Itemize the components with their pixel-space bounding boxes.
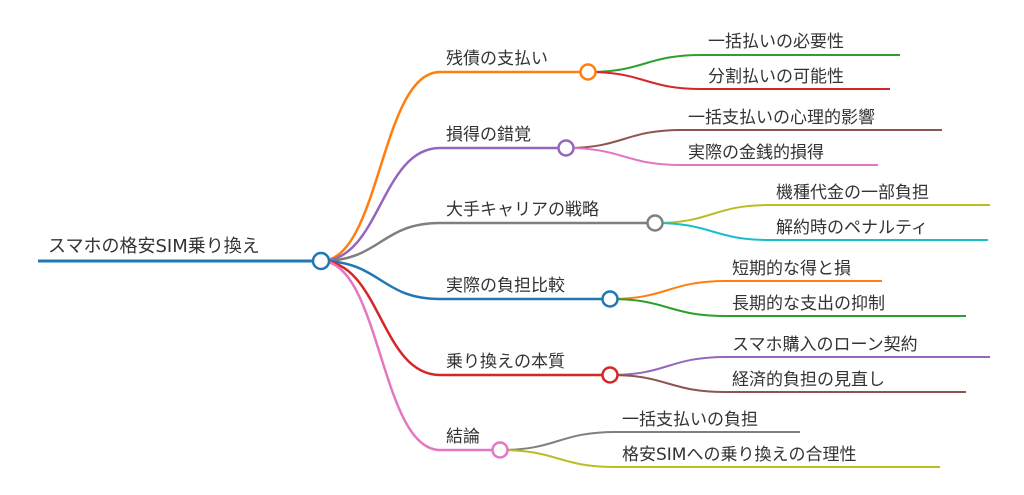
child-label: 短期的な得と損 bbox=[732, 259, 851, 279]
node-labels: スマホの格安SIM乗り換え 残債の支払い 一括払いの必要性分割払いの可能性損得の錯… bbox=[48, 32, 929, 465]
connector-lines bbox=[320, 54, 771, 468]
branch-label: 実際の負担比較 bbox=[446, 276, 565, 296]
child-label: 格安SIMへの乗り換えの合理性 bbox=[622, 445, 856, 465]
child-label: 一括支払いの心理的影響 bbox=[688, 108, 875, 128]
child-connector bbox=[609, 280, 727, 300]
branch-label: 大手キャリアの戦略 bbox=[446, 200, 599, 220]
branch-node-circle bbox=[601, 290, 619, 308]
child-connector bbox=[499, 431, 617, 451]
root-node-label: スマホの格安SIM乗り換え bbox=[48, 236, 260, 257]
branch-label: 乗り換えの本質 bbox=[446, 352, 565, 372]
node-underlines bbox=[38, 54, 990, 468]
child-connector bbox=[609, 298, 727, 317]
child-label: 分割払いの可能性 bbox=[708, 67, 844, 87]
child-label: 長期的な支出の抑制 bbox=[732, 294, 885, 314]
child-connector bbox=[609, 374, 727, 393]
child-connector bbox=[565, 147, 683, 166]
child-label: 一括払いの必要性 bbox=[708, 32, 844, 52]
child-connector bbox=[565, 129, 683, 149]
child-label: 解約時のペナルティ bbox=[776, 218, 928, 238]
branch-connector bbox=[320, 259, 441, 452]
branch-node-circle bbox=[579, 63, 597, 81]
child-label: 実際の金銭的損得 bbox=[688, 143, 824, 163]
branch-connector bbox=[320, 259, 441, 301]
branch-connector bbox=[320, 259, 441, 377]
branch-label: 結論 bbox=[446, 427, 480, 447]
branch-connector bbox=[320, 146, 441, 263]
child-connector bbox=[654, 204, 771, 224]
node-circles bbox=[311, 63, 664, 459]
child-connector bbox=[654, 222, 771, 241]
child-label: 一括支払いの負担 bbox=[622, 410, 758, 430]
child-connector bbox=[587, 54, 703, 73]
child-label: 経済的負担の見直し bbox=[732, 370, 885, 390]
branch-node-circle bbox=[646, 214, 664, 232]
branch-label: 損得の錯覚 bbox=[446, 125, 531, 145]
branch-node-circle bbox=[601, 366, 619, 384]
branch-node-circle bbox=[491, 441, 509, 459]
root-node-circle bbox=[311, 251, 331, 271]
branch-connector bbox=[320, 221, 441, 263]
child-connector bbox=[609, 356, 727, 376]
branch-label: 残債の支払い bbox=[446, 49, 548, 69]
child-label: 機種代金の一部負担 bbox=[776, 183, 929, 203]
branch-connector bbox=[320, 70, 441, 263]
branch-node-circle bbox=[557, 139, 575, 157]
child-connector bbox=[587, 71, 703, 90]
child-connector bbox=[499, 449, 617, 468]
child-label: スマホ購入のローン契約 bbox=[732, 335, 918, 355]
